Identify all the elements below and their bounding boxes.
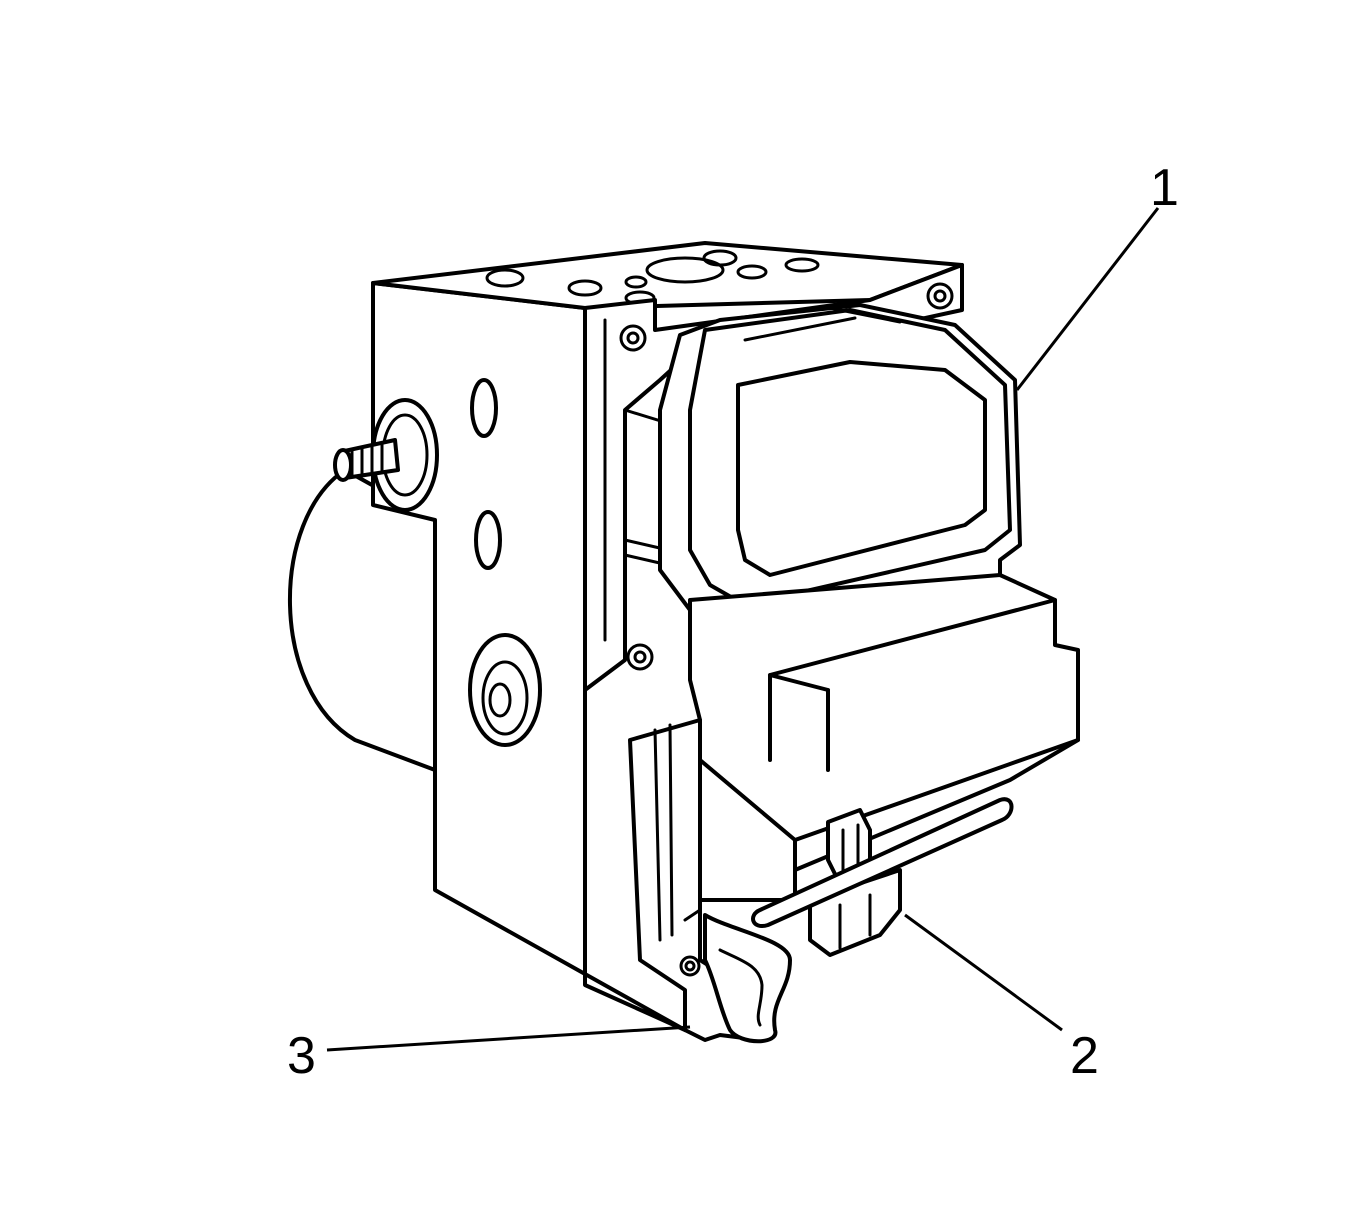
callout-label-2: 2 (1070, 1027, 1099, 1085)
leader-line-3 (326, 1025, 691, 1052)
side-port (474, 510, 502, 570)
side-port (470, 378, 498, 438)
callout-label-3: 3 (287, 1027, 316, 1085)
port-hole (645, 256, 725, 284)
callout-label-1: 1 (1150, 159, 1179, 217)
port-hole (485, 268, 525, 288)
leader-line-2 (904, 913, 1063, 1032)
bolt-head (926, 282, 954, 310)
electronic-control-module (658, 303, 1022, 632)
port-hole (567, 279, 603, 297)
mounting-bracket (628, 718, 792, 1044)
port-hole (624, 275, 648, 289)
bolt-head (679, 955, 701, 977)
mounting-boss (468, 633, 542, 747)
leader-line-1 (1015, 207, 1160, 391)
pump-motor-housing (287, 468, 437, 772)
bolt-head (619, 324, 647, 352)
motor-terminal-stud (333, 398, 439, 512)
port-hole (736, 264, 768, 280)
port-hole (784, 257, 820, 273)
bolt-head (626, 643, 654, 671)
port-hole (702, 249, 738, 267)
harness-connector (751, 797, 1014, 957)
